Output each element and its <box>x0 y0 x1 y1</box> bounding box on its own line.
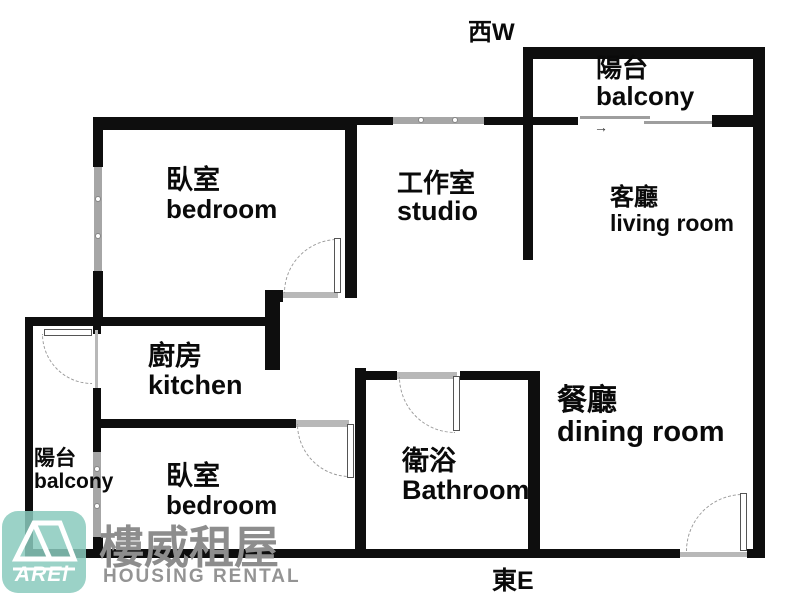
wall-bathroom-west <box>355 368 366 558</box>
bathroom-door-arc <box>399 377 455 433</box>
arei-logo: AREi <box>2 511 86 593</box>
room-label-studio: 工作室 studio <box>397 169 478 226</box>
room-name-en: studio <box>397 196 478 227</box>
wall-kitchen-south <box>100 419 296 428</box>
balcony-left-door-arc <box>42 334 92 384</box>
room-name-en: dining room <box>557 416 725 449</box>
window-dot <box>94 503 100 509</box>
wall-kitchen-stub <box>265 290 280 370</box>
room-label-bathroom: 衛浴 Bathroom <box>402 446 530 506</box>
watermark-company-name: 樓威租屋 <box>99 522 280 573</box>
bedroom-bottom-door-arc <box>297 424 350 477</box>
compass-east-label: 東E <box>492 567 534 595</box>
balcony-left-door-sill <box>95 330 98 388</box>
bathroom-door-sill <box>397 372 457 379</box>
wall-studio-west <box>345 117 357 298</box>
room-name-en: balcony <box>34 469 114 493</box>
room-name-zh: 工作室 <box>397 168 476 198</box>
sliding-door-panel <box>580 116 650 119</box>
room-name-en: bedroom <box>166 490 278 521</box>
room-label-bedroom-top: 臥室 bedroom <box>166 165 278 225</box>
room-name-zh: 陽台 <box>596 53 649 83</box>
window-dot <box>94 466 100 472</box>
wall-west-outer <box>25 317 33 558</box>
wall-south-outer-left <box>25 549 680 558</box>
entry-door <box>740 493 747 551</box>
wall-bedroom-top-west-lower <box>93 271 103 326</box>
room-label-dining-room: 餐廳 dining room <box>557 384 725 449</box>
room-label-balcony-top: 陽台 balcony <box>596 54 694 110</box>
room-name-en: bedroom <box>166 194 278 225</box>
window-dot <box>418 117 424 123</box>
wall-kitchen-north <box>25 317 265 326</box>
room-label-kitchen: 廚房 kitchen <box>148 341 243 401</box>
wall-east-outer <box>753 47 765 558</box>
room-name-en: Bathroom <box>402 475 530 506</box>
room-name-zh: 餐廳 <box>557 384 617 417</box>
bedroom-top-door-arc <box>284 239 338 293</box>
bedroom-bottom-door-sill <box>296 420 349 427</box>
room-name-zh: 衛浴 <box>402 446 456 476</box>
room-name-en: kitchen <box>148 370 243 401</box>
entry-door-sill <box>680 552 747 557</box>
studio-north-window <box>393 117 484 124</box>
window-dot <box>452 117 458 123</box>
sliding-door-direction-arrow: → <box>594 119 608 135</box>
wall-balcony-left-east-bottom <box>93 537 103 558</box>
window-dot <box>95 196 101 202</box>
bedroom-top-door <box>334 238 341 293</box>
wall-south-outer-right <box>747 549 765 558</box>
room-label-bedroom-bottom: 臥室 bedroom <box>166 461 278 521</box>
wall-bathroom-north-left <box>355 371 397 380</box>
room-name-en: balcony <box>596 81 695 112</box>
compass-west-label: 西W <box>468 19 515 46</box>
arei-logo-house-icon <box>11 520 78 571</box>
bathroom-door <box>453 376 460 431</box>
bedroom-top-door-sill <box>283 292 338 298</box>
room-name-zh: 廚房 <box>148 341 202 371</box>
wall-bathroom-north-right <box>460 371 540 380</box>
window-dot <box>95 233 101 239</box>
wall-balcony-south-right <box>712 115 754 127</box>
room-name-en: living room <box>610 209 734 236</box>
balcony-left-door <box>44 329 92 336</box>
arei-logo-text: AREi <box>14 563 70 586</box>
bedroom-bottom-door <box>347 424 354 478</box>
room-name-zh: 臥室 <box>166 461 220 491</box>
entry-door-arc <box>686 494 743 551</box>
watermark-company-name-en: HOUSING RENTAL <box>103 566 301 587</box>
wall-balcony-west-studio-divider <box>523 47 533 260</box>
wall-balcony-north <box>523 47 765 59</box>
wall-bedroom-top-north <box>93 117 357 130</box>
room-name-zh: 客廳 <box>610 184 658 211</box>
room-label-balcony-left: 陽台 balcony <box>34 447 114 493</box>
balcony-left-window <box>93 452 101 537</box>
room-name-zh: 陽台 <box>34 447 76 470</box>
wall-bathroom-east <box>528 371 540 558</box>
room-name-zh: 臥室 <box>166 165 220 195</box>
wall-studio-north-left <box>357 117 393 125</box>
room-label-living-room: 客廳 living room <box>610 185 734 236</box>
bedroom-top-west-window <box>94 167 102 271</box>
wall-bedroom-top-west-upper <box>93 117 103 167</box>
sliding-door-panel <box>644 121 712 124</box>
wall-balcony-left-east-mid <box>93 388 101 452</box>
